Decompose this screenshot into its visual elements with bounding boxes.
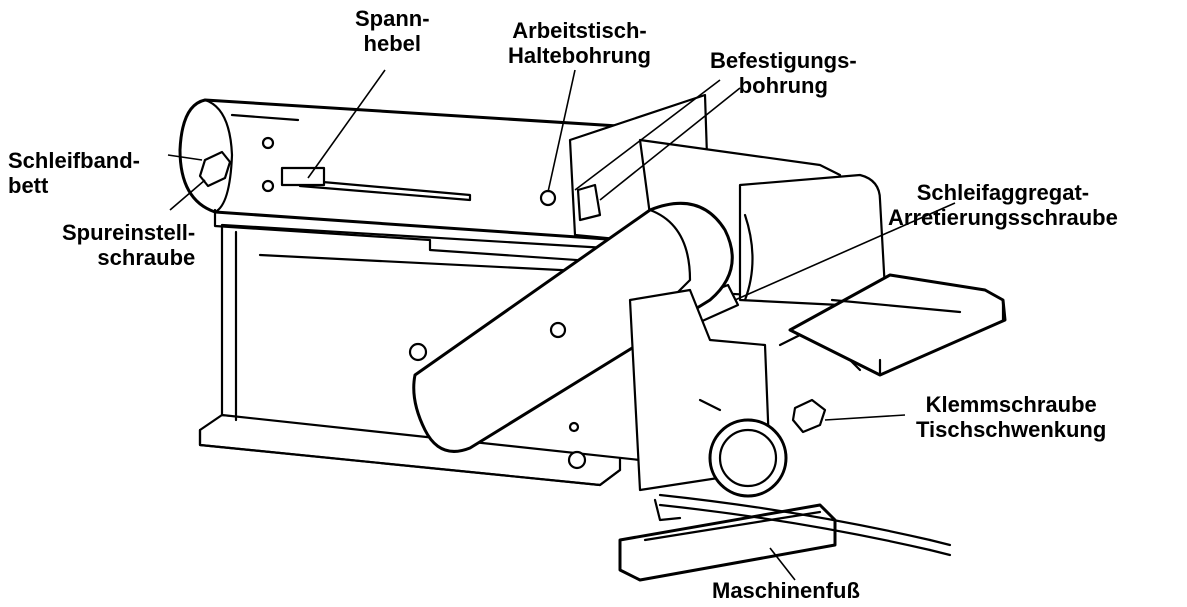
label-spureinstellschraube: Spureinstell- schraube xyxy=(62,220,195,270)
label-schleifbandbett: Schleifband- bett xyxy=(8,148,140,198)
support-column xyxy=(628,288,862,498)
label-schleifbandbett-line2: bett xyxy=(8,173,49,198)
swing-arm xyxy=(412,201,734,453)
work-table xyxy=(788,273,1007,377)
label-schleifaggregat-line2: Arretierungsschraube xyxy=(888,205,1118,230)
label-schleifaggregat-line1: Schleifaggregat- xyxy=(916,180,1090,205)
label-spannhebel: Spann- hebel xyxy=(355,6,430,56)
label-schleifbandbett-line1: Schleifband- xyxy=(8,148,141,173)
label-arbeitstisch-line2: Haltebohrung xyxy=(508,43,651,68)
label-schleifaggregat-arretierungsschraube: Schleifaggregat- Arretierungsschraube xyxy=(888,180,1118,230)
label-arbeitstisch-line1: Arbeitstisch- xyxy=(512,18,647,43)
tracking-knob-shape xyxy=(198,150,232,188)
label-spureinstell-line2: schraube xyxy=(97,245,196,270)
label-maschinenfuss-line1: Maschinenfuß xyxy=(712,578,860,603)
label-befestigungsbohrung: Befestigungs- bohrung xyxy=(710,48,857,98)
label-befestigung-line2: bohrung xyxy=(738,73,828,98)
machine-foot xyxy=(618,493,952,582)
label-klemmschraube-tischschwenkung: Klemmschraube Tischschwenkung xyxy=(916,392,1106,442)
label-befestigung-line1: Befestigungs- xyxy=(710,48,857,73)
label-spureinstell-line1: Spureinstell- xyxy=(62,220,196,245)
label-spannhebel-line1: Spann- xyxy=(355,6,430,31)
label-klemmschraube-line2: Tischschwenkung xyxy=(916,417,1107,442)
label-klemmschraube-line1: Klemmschraube xyxy=(925,392,1097,417)
tension-lever-shape xyxy=(280,166,326,187)
label-spannhebel-line2: hebel xyxy=(363,31,422,56)
leader-lines xyxy=(167,69,956,581)
label-maschinenfuss: Maschinenfuß xyxy=(712,578,860,603)
label-arbeitstisch-haltebohrung: Arbeitstisch- Haltebohrung xyxy=(508,18,651,68)
